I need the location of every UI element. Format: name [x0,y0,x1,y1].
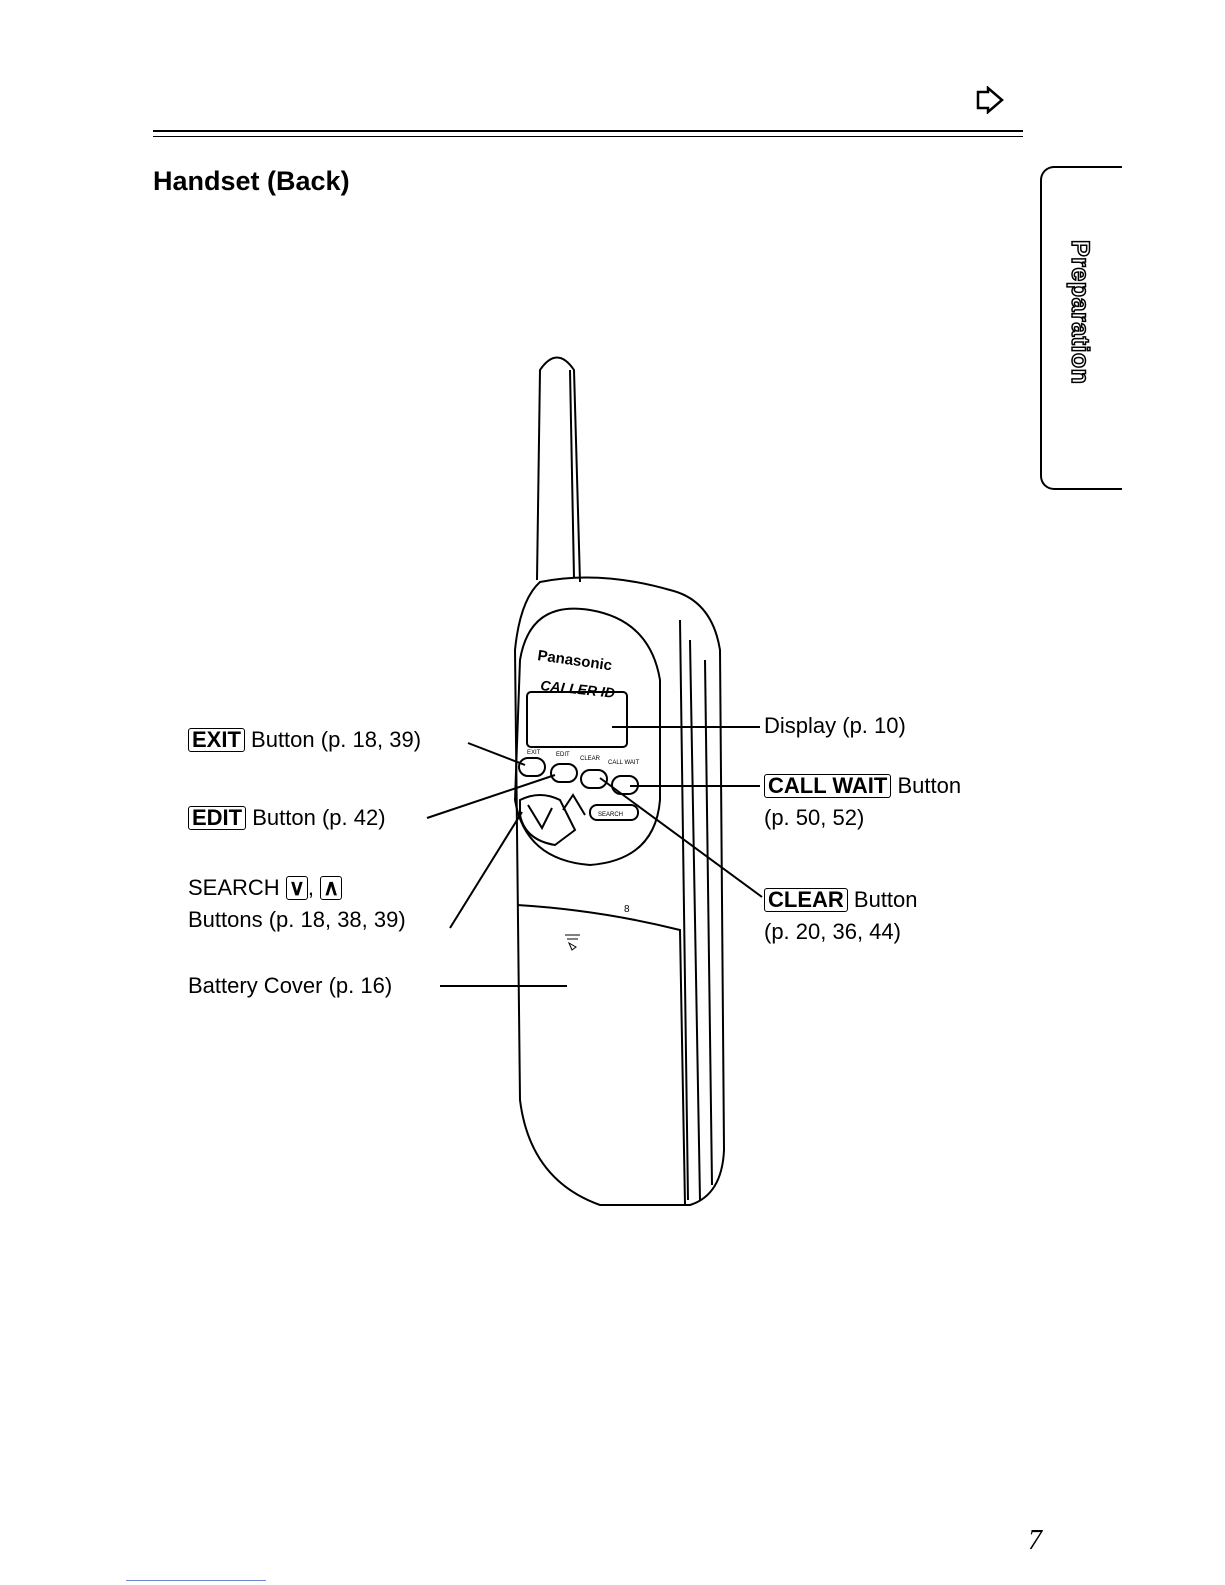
search-down-icon: ∨ [285,876,308,900]
callwait-key-label: CALL WAIT [608,760,640,766]
callout-search-pages: Buttons (p. 18, 38, 39) [188,907,406,932]
clear-key-label: CLEAR [580,756,601,762]
callout-call-wait: CALL WAIT Button (p. 50, 52) [764,770,961,834]
arrow-right-outline-icon [976,86,1004,114]
search-up-icon: ∧ [320,876,343,900]
callout-clear-text: Button [853,887,918,912]
callout-exit-text: Button (p. 18, 39) [251,727,422,752]
callout-search: SEARCH ∨, ∧ Buttons (p. 18, 38, 39) [188,872,406,936]
page-title: Handset (Back) [153,166,350,196]
callout-call-wait-text: Button [897,773,962,798]
section-tab: Preparation [1040,166,1122,490]
call-wait-key: CALL WAIT [764,774,892,798]
callout-call-wait-pages: (p. 50, 52) [764,805,865,830]
callout-clear: CLEAR Button (p. 20, 36, 44) [764,884,918,948]
separator: , [307,875,315,900]
footer-line [126,1580,266,1581]
clear-key: CLEAR [764,888,848,912]
svg-text:8: 8 [624,904,630,915]
header-rule [153,130,1023,137]
caller-id-logo: CALLER ID [540,677,616,701]
exit-key: EXIT [188,728,245,752]
callout-exit: EXIT Button (p. 18, 39) [188,724,421,756]
callout-battery: Battery Cover (p. 16) [188,973,393,998]
callout-display: Display (p. 10) [764,713,906,738]
edit-key: EDIT [188,806,247,830]
exit-key-label: EXIT [527,750,541,756]
page-number: 7 [1028,1525,1042,1556]
callout-search-label: SEARCH [188,875,280,900]
brand-logo: Panasonic [536,647,613,674]
callout-clear-pages: (p. 20, 36, 44) [764,919,901,944]
callout-edit: EDIT Button (p. 42) [188,802,386,834]
callout-edit-text: Button (p. 42) [252,805,386,830]
edit-key-label: EDIT [556,752,570,758]
search-key-label: SEARCH [598,812,623,818]
